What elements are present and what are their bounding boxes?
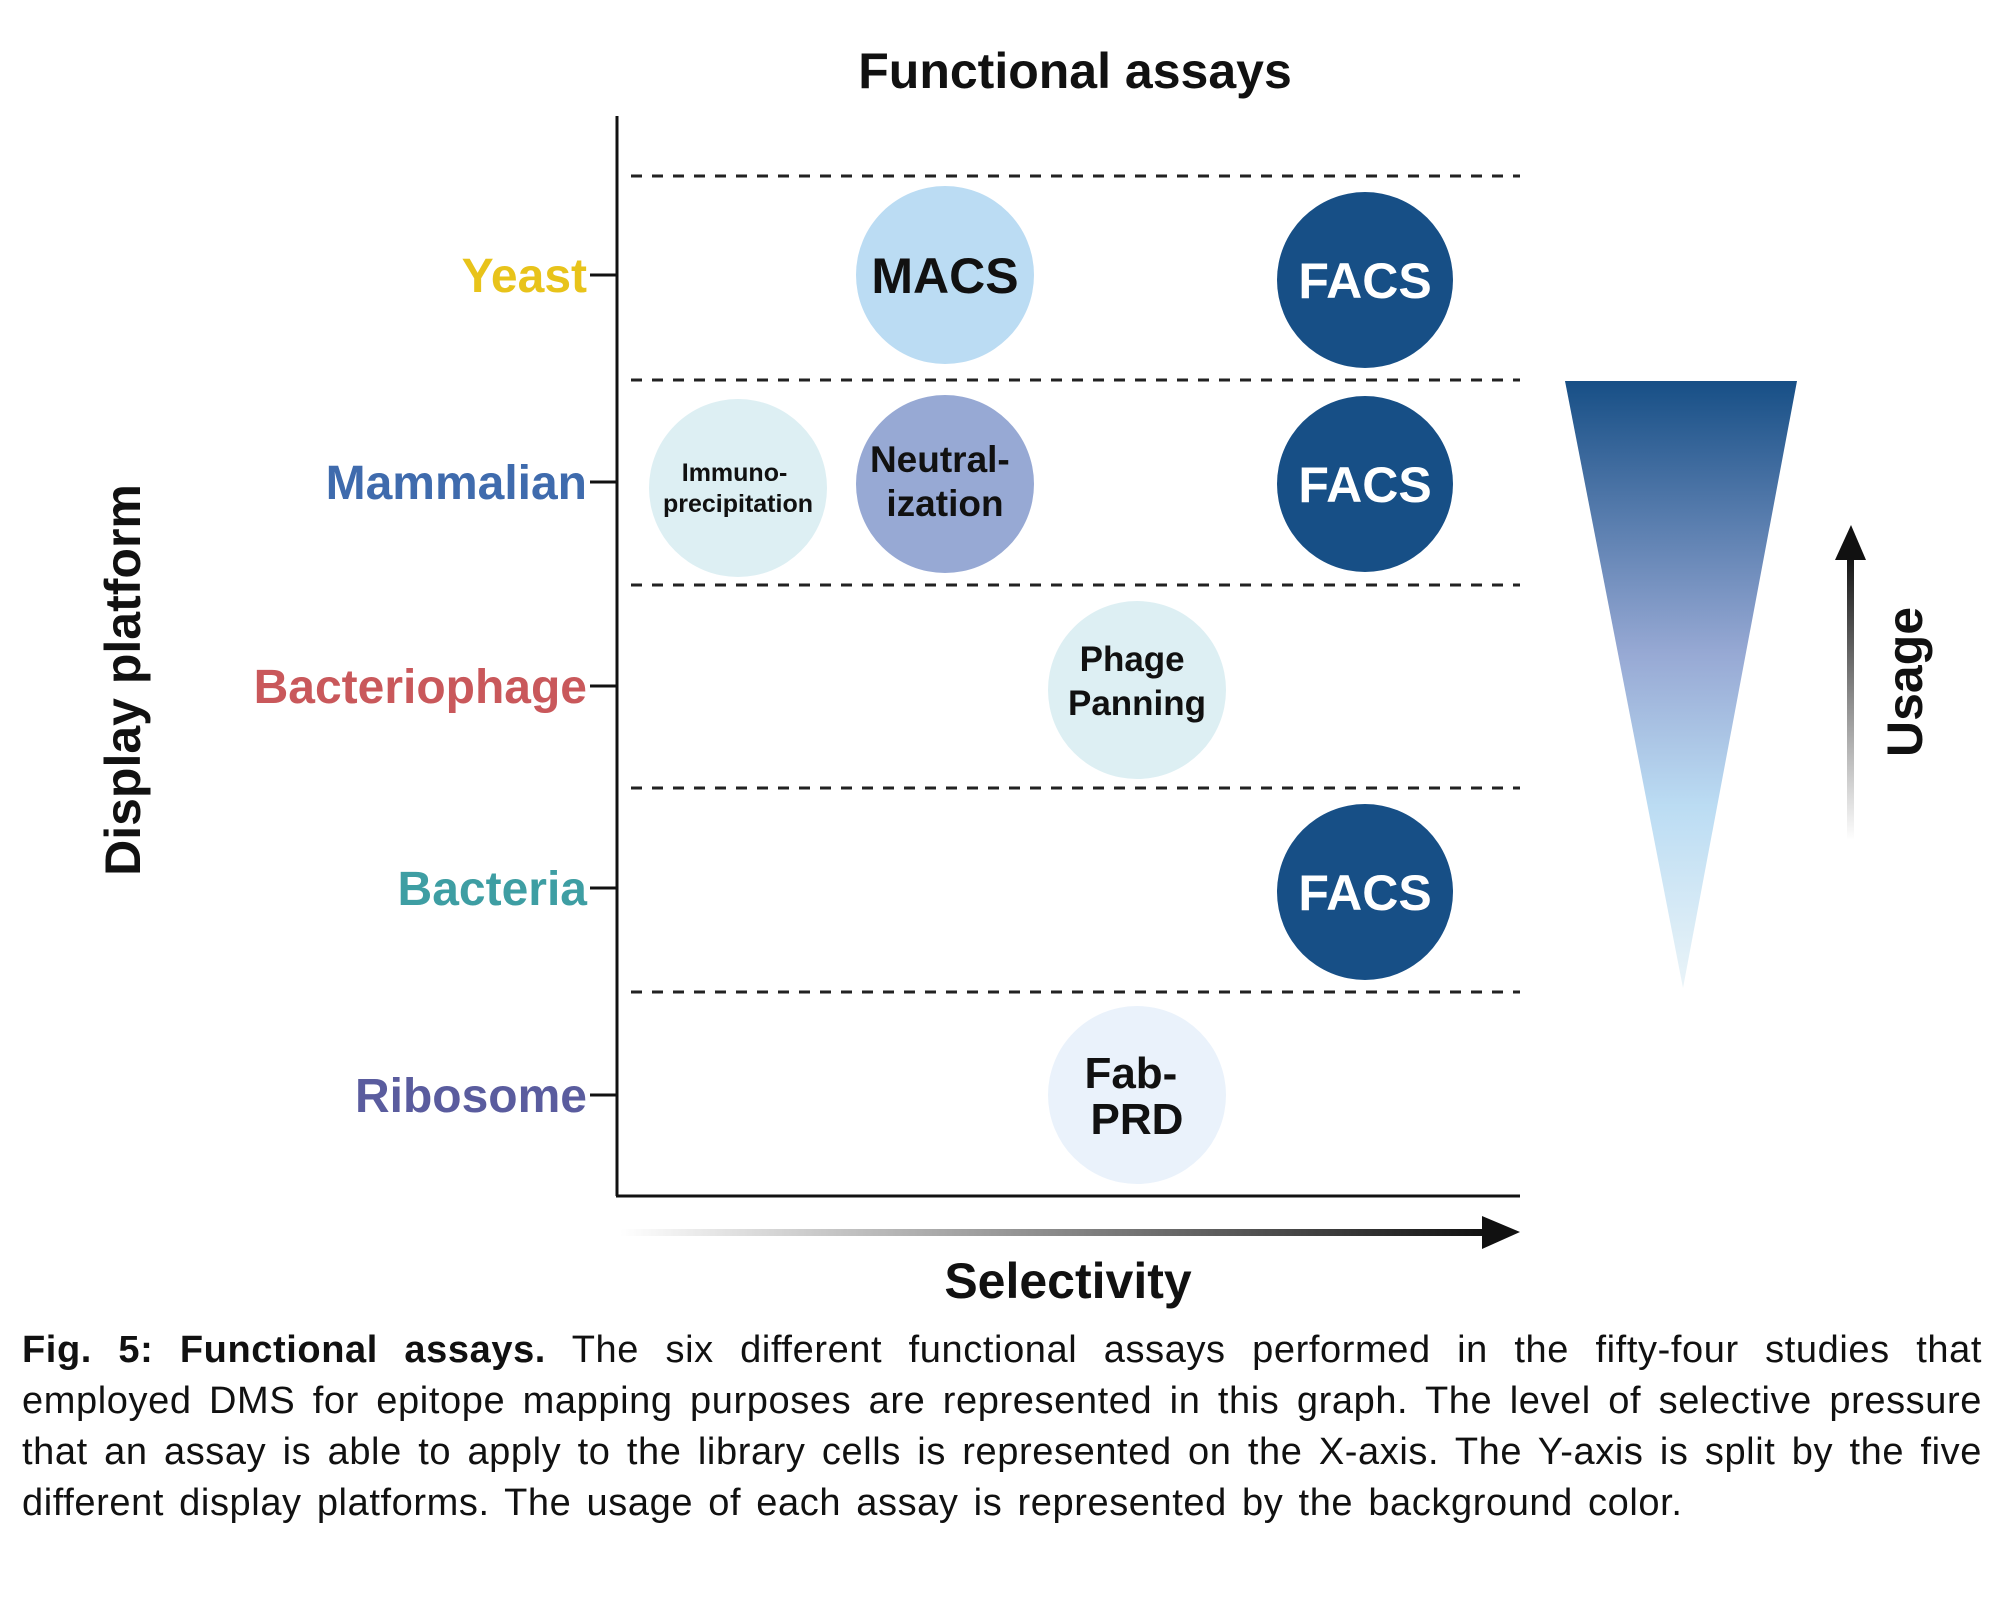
- assay-circle: [1277, 396, 1453, 572]
- caption-text: The six different functional assays perf…: [22, 1329, 1983, 1524]
- assay-label-line: FACS: [1298, 457, 1431, 513]
- assay-label-line: MACS: [871, 248, 1018, 304]
- assay-bubble-facs-yeast: FACS: [1277, 192, 1453, 368]
- assay-label-line: precipitation: [663, 490, 813, 518]
- platform-label-bacteriophage: Bacteriophage: [254, 661, 587, 714]
- selectivity-arrow: [620, 1216, 1520, 1249]
- figure-caption: Fig. 5: Functional assays. The six diffe…: [22, 1325, 1982, 1529]
- assay-circle: [1277, 804, 1453, 980]
- assay-label: MACS: [871, 248, 1018, 304]
- assay-bubble-facs-bacteria: FACS: [1277, 804, 1453, 980]
- usage-arrow-shaft: [1847, 555, 1854, 840]
- assay-label-line: Phage: [1080, 640, 1185, 679]
- usage-arrow: [1835, 525, 1866, 840]
- assay-bubble-neutralization-mammalian: Neutral- ization: [856, 395, 1034, 573]
- assay-circle: [1277, 192, 1453, 368]
- assay-label: Immuno- precipitation: [663, 459, 813, 518]
- x-axis-title: Selectivity: [944, 1253, 1192, 1309]
- assay-label-line: PRD: [1091, 1095, 1184, 1144]
- assay-bubble-facs-mammalian: FACS: [1277, 396, 1453, 572]
- platform-label-bacteria: Bacteria: [398, 863, 588, 916]
- figure-title: Functional assays: [858, 43, 1292, 99]
- row-dividers: [631, 174, 1520, 994]
- usage-label: Usage: [1877, 607, 1933, 757]
- functional-assays-figure: Functional assays Yeast Mammalian Bacter…: [95, 43, 1933, 1309]
- assay-circle: [1048, 1006, 1226, 1184]
- platform-label-mammalian: Mammalian: [326, 457, 587, 510]
- platform-label-yeast: Yeast: [462, 250, 587, 303]
- y-axis-title: Display platform: [95, 484, 151, 876]
- assay-circle: [649, 399, 827, 577]
- usage-arrow-head: [1835, 525, 1866, 560]
- assay-label-line: ization: [886, 483, 1003, 524]
- assay-label-line: Neutral-: [870, 439, 1010, 480]
- assay-label: Neutral- ization: [870, 439, 1020, 524]
- selectivity-arrow-shaft: [620, 1229, 1486, 1236]
- assay-bubble-macs-yeast: MACS: [856, 186, 1034, 364]
- assay-label: Phage Panning: [1068, 640, 1206, 723]
- assay-label: FACS: [1298, 457, 1431, 513]
- assay-label-line: FACS: [1298, 865, 1431, 921]
- selectivity-arrow-head: [1482, 1216, 1520, 1249]
- y-ticks: [590, 273, 617, 1097]
- assay-label-line: Panning: [1068, 684, 1206, 723]
- assay-circle: [856, 186, 1034, 364]
- assay-label-line: Immuno-: [682, 459, 788, 487]
- assay-circle: [1048, 601, 1226, 779]
- assay-bubble-immunoprecipitation-mammalian: Immuno- precipitation: [649, 399, 827, 577]
- platform-label-ribosome: Ribosome: [355, 1070, 587, 1123]
- assay-label-line: FACS: [1298, 253, 1431, 309]
- usage-gradient-triangle: [1565, 381, 1797, 988]
- assay-bubble-fab-prd-ribosome: Fab- PRD: [1048, 1006, 1226, 1184]
- assay-bubble-phage-panning-bacteriophage: Phage Panning: [1048, 601, 1226, 779]
- assay-label: Fab- PRD: [1084, 1049, 1189, 1144]
- assay-label: FACS: [1298, 865, 1431, 921]
- assay-circle: [856, 395, 1034, 573]
- assay-label-line: Fab-: [1084, 1049, 1177, 1098]
- caption-label: Fig. 5: Functional assays.: [22, 1329, 546, 1371]
- assay-label: FACS: [1298, 253, 1431, 309]
